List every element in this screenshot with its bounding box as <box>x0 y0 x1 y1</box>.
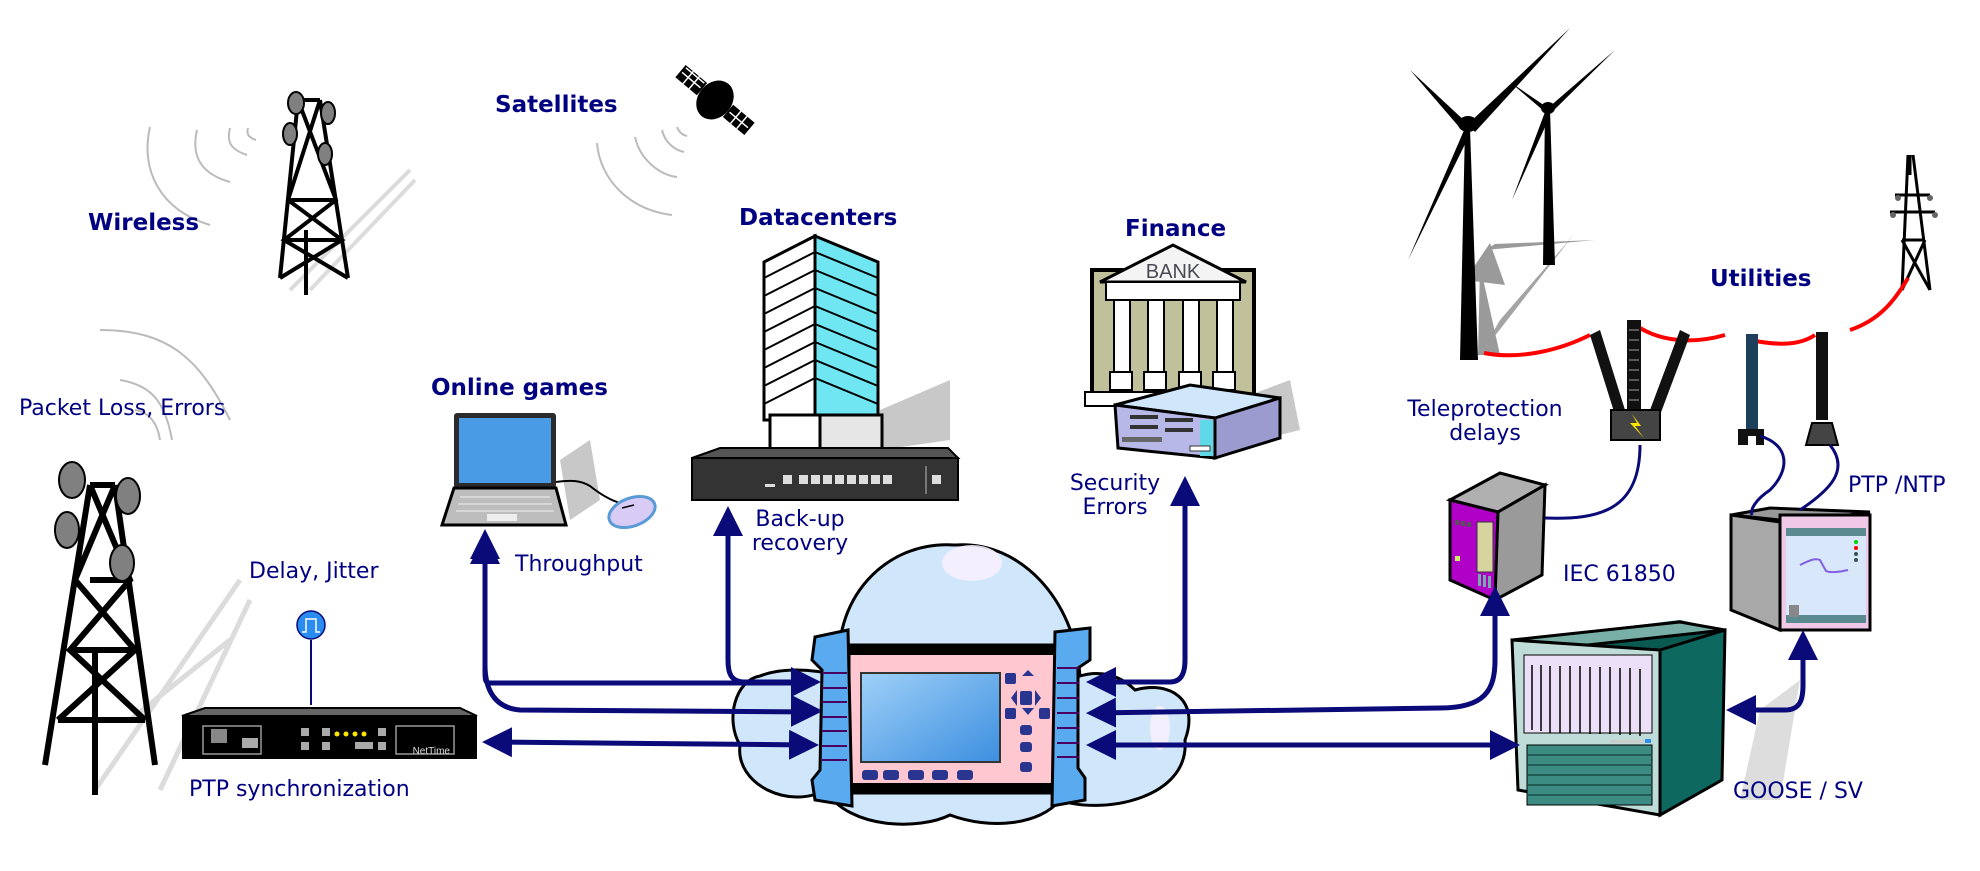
label-packet-loss: Packet Loss, Errors <box>19 396 226 421</box>
label-teleprotection-line1: Teleprotection <box>1407 397 1563 422</box>
merging-unit-icon <box>1729 506 1872 633</box>
laptop-icon <box>439 413 621 527</box>
network-switch-icon <box>691 447 961 501</box>
arrow-to-datacenter <box>713 506 821 697</box>
datacenter-building-icon <box>762 233 950 452</box>
transformer-icon <box>1590 320 1690 441</box>
label-utilities: Utilities <box>1710 266 1812 292</box>
label-backup-recovery: Back-up recovery <box>745 507 855 557</box>
grandmaster-brand-text: NetTime <box>413 746 451 757</box>
mouse-icon <box>607 494 657 530</box>
arrow-to-grandmaster <box>482 727 819 760</box>
label-online-games: Online games <box>431 375 608 401</box>
cable <box>1799 444 1840 512</box>
label-ptp-ntp: PTP /NTP <box>1848 473 1946 498</box>
bank-sign-text: BANK <box>1146 261 1201 283</box>
label-delay-jitter: Delay, Jitter <box>249 559 379 584</box>
label-security-line2: Errors <box>1082 495 1148 521</box>
label-goose-sv: GOOSE / SV <box>1733 779 1863 804</box>
label-security-line1: Security <box>1069 471 1161 496</box>
label-ptp-sync: PTP synchronization <box>189 777 410 802</box>
arrow-rack-to-mu <box>1726 630 1818 725</box>
label-datacenters: Datacenters <box>739 205 898 231</box>
insulator-icon <box>1738 332 1840 446</box>
server-icon <box>1113 380 1300 461</box>
label-backup-line2: recovery <box>751 531 849 557</box>
protection-relay-icon <box>1445 471 1549 603</box>
network-tester-icon <box>810 626 1092 808</box>
power-pylon-icon <box>1890 154 1938 291</box>
arrow-online-games <box>470 534 821 727</box>
bank-icon: BANK <box>1084 243 1256 407</box>
rack-chassis-icon <box>1510 620 1800 818</box>
label-throughput: Throughput <box>515 552 643 577</box>
ptp-grandmaster-icon: NetTime <box>181 707 478 759</box>
satellite-icon <box>596 64 755 216</box>
wireless-tower-icon <box>146 91 417 295</box>
label-teleprotection: Teleprotection delays <box>1395 397 1575 447</box>
label-finance: Finance <box>1125 216 1227 242</box>
label-iec-61850: IEC 61850 <box>1563 562 1676 587</box>
power-line <box>1483 276 1910 358</box>
label-security-errors: Security Errors <box>1060 471 1170 521</box>
pulse-signal-icon <box>296 610 326 705</box>
cell-tower-icon <box>42 329 253 795</box>
arrow-to-relay <box>1086 586 1510 728</box>
cable <box>1750 434 1786 516</box>
cable <box>1544 444 1642 520</box>
label-teleprotection-line2: delays <box>1449 421 1521 447</box>
label-backup-line1: Back-up <box>755 507 845 532</box>
label-wireless: Wireless <box>88 210 200 236</box>
wind-turbine-icon <box>1408 28 1615 360</box>
label-satellites: Satellites <box>495 92 618 118</box>
